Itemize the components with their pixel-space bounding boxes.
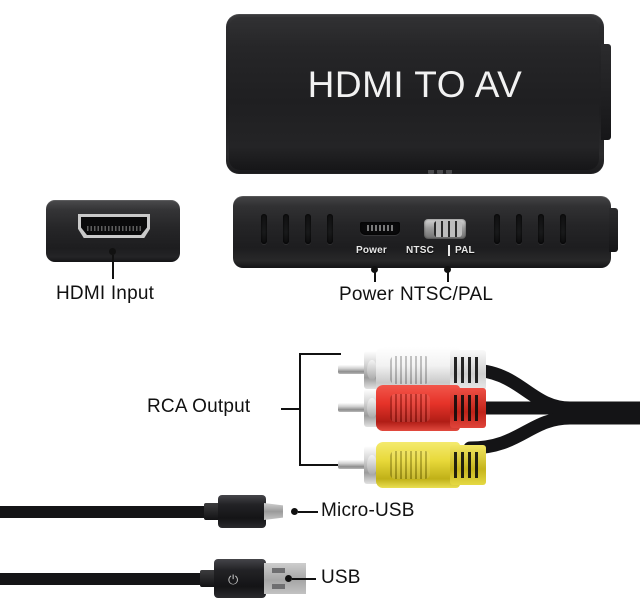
usb-trident-icon: ⏻: [228, 572, 239, 587]
device-bottom-notch: [446, 170, 452, 174]
vent-slot: [327, 214, 333, 244]
device-side-tab: [609, 208, 618, 252]
micro-usb-leader-line: [298, 511, 318, 513]
vent-slot: [516, 214, 522, 244]
device-side-body: [233, 196, 611, 268]
rca-bracket-bottom-arm: [299, 464, 341, 466]
power-leader-dot: [371, 266, 378, 273]
vent-slot: [305, 214, 311, 244]
callout-ntsc-pal: NTSC/PAL: [400, 284, 494, 305]
usb-strain-relief: [200, 570, 216, 587]
device-label-divider: [448, 245, 450, 256]
rca-bracket-top-arm: [299, 353, 341, 355]
vent-slot: [494, 214, 500, 244]
ntsc-pal-leader-dot: [444, 266, 451, 273]
device-bottom-notch: [428, 170, 434, 174]
device-bottom-notch: [437, 170, 443, 174]
device-label-power: Power: [356, 245, 388, 256]
power-leader-line: [374, 272, 376, 282]
usb-tip-contact: [272, 568, 285, 573]
usb-cable: [0, 573, 218, 585]
device-label-ntsc: NTSC: [406, 245, 435, 256]
vent-slot: [560, 214, 566, 244]
vent-slot: [538, 214, 544, 244]
micro-usb-metal-tip: [264, 503, 283, 520]
callout-rca-output: RCA Output: [147, 396, 251, 417]
usb-tip-contact: [272, 584, 285, 589]
rca-cable-bundle: [463, 363, 640, 455]
micro-usb-cable: [0, 506, 221, 518]
hdmi-port-icon: [78, 214, 150, 238]
vent-slot: [283, 214, 289, 244]
micro-usb-leader-dot: [291, 508, 298, 515]
device-label-pal: PAL: [455, 245, 475, 256]
rca-bracket-stem: [281, 408, 301, 410]
hdmi-input-leader-dot: [109, 248, 116, 255]
callout-hdmi-input: HDMI Input: [56, 283, 155, 304]
micro-usb-port: [360, 222, 400, 235]
callout-usb: USB: [321, 567, 361, 588]
device-front-side-tab: [601, 44, 611, 140]
usb-shell: [214, 559, 266, 598]
callout-micro-usb: Micro-USB: [321, 500, 415, 521]
callout-power: Power: [339, 284, 394, 305]
device-front-face: [229, 17, 599, 170]
ntsc-pal-leader-line: [447, 272, 449, 282]
device-front-label: HDMI TO AV: [307, 64, 523, 105]
vent-slot: [261, 214, 267, 244]
usb-leader-line: [292, 578, 316, 580]
hdmi-input-leader-line: [112, 255, 114, 279]
ntsc-pal-switch-knob[interactable]: [434, 221, 462, 237]
usb-leader-dot: [285, 575, 292, 582]
micro-usb-strain-relief: [204, 503, 220, 520]
micro-usb-shell: [218, 495, 266, 528]
